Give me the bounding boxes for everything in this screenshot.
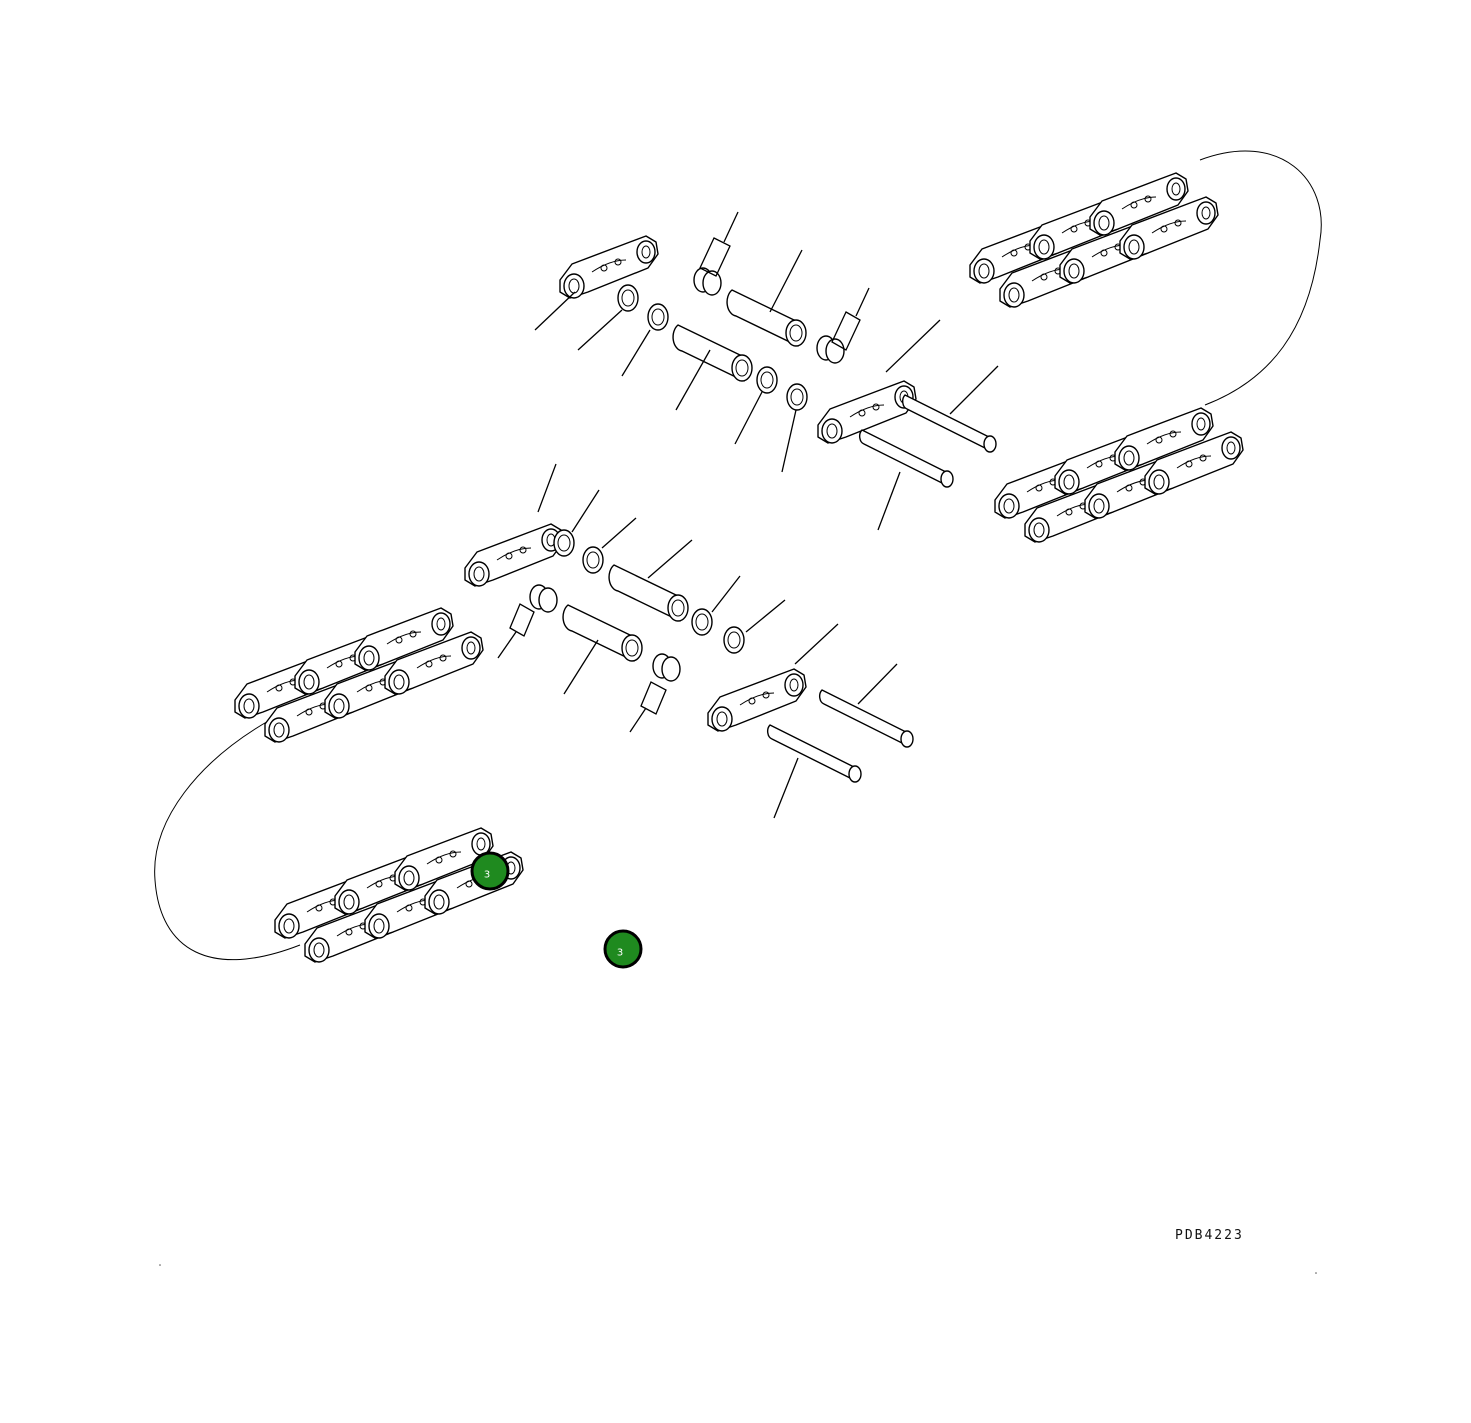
- track-loop-upper-outline: [1199, 150, 1322, 406]
- callout-marker-3-chain[interactable]: 3: [470, 851, 510, 891]
- pin-upper-b: [858, 429, 954, 488]
- pin-lower-a: [818, 689, 914, 748]
- chain-assembly-lower-front: [275, 828, 523, 962]
- split-ring-upper-2: [816, 335, 845, 364]
- chain-assembly-lower-back: [235, 608, 483, 742]
- bushing-upper-b: [672, 324, 753, 382]
- leader-lines-lower: [497, 463, 898, 819]
- bushing-lower-b: [562, 604, 643, 662]
- split-ring-lower-2: [652, 653, 681, 682]
- callout-label: 3: [484, 870, 490, 881]
- ring-upper-2: [647, 303, 669, 331]
- chain-assembly-upper-back: [970, 173, 1218, 307]
- ring-lower-4: [723, 626, 745, 654]
- chain-assembly-upper-front: [995, 408, 1243, 542]
- link-lower-left: [464, 523, 564, 587]
- corner-dot-right: [1315, 1272, 1317, 1274]
- link-lower-right: [707, 668, 807, 732]
- corner-dot-left: [159, 1264, 161, 1266]
- ring-upper-1: [617, 284, 639, 312]
- callout-marker-3-ground[interactable]: 3: [603, 929, 643, 969]
- split-ring-lower-1: [529, 584, 558, 613]
- pin-lower-b: [766, 724, 862, 783]
- pin-upper-a: [901, 394, 997, 453]
- callout-label: 3: [617, 948, 623, 959]
- ring-lower-3: [691, 608, 713, 636]
- ring-lower-1: [553, 529, 575, 557]
- drawing-code: PDB4223: [1175, 1228, 1244, 1243]
- ring-upper-3: [756, 366, 778, 394]
- link-upper-left: [559, 235, 659, 299]
- leader-lines-upper: [534, 211, 999, 531]
- ring-upper-4: [786, 383, 808, 411]
- track-loop-lower-outline: [154, 719, 301, 961]
- ring-lower-2: [582, 546, 604, 574]
- bushing-lower-a: [608, 564, 689, 622]
- bushing-upper-a: [726, 289, 807, 347]
